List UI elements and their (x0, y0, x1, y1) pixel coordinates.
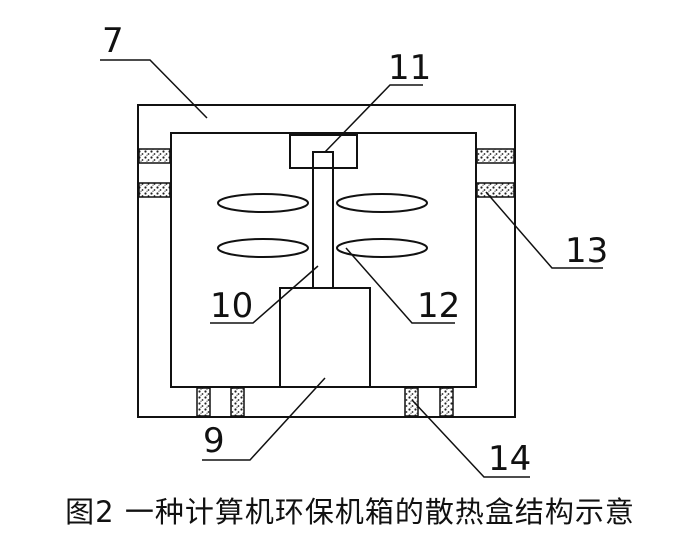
label-11: 11 (388, 48, 431, 88)
leader-line-14 (411, 399, 530, 478)
fan-blade-upper-left (217, 193, 309, 213)
leader-line-7 (100, 59, 208, 119)
filter-right-upper (476, 148, 515, 164)
leader-line-11 (324, 84, 423, 153)
inner-chamber (170, 132, 477, 388)
label-7: 7 (102, 21, 124, 61)
leader-line-12 (345, 247, 455, 324)
fan-blade-lower-left (217, 238, 309, 258)
heat-dissipation-box-diagram: 7 11 13 12 10 9 14 (100, 21, 608, 479)
filter-left-lower (138, 182, 171, 198)
leader-line-9 (202, 377, 326, 461)
label-14: 14 (488, 439, 531, 479)
outer-casing (137, 104, 516, 418)
filter-left-upper (138, 148, 171, 164)
figure-caption: 图2 一种计算机环保机箱的散热盒结构示意 (65, 495, 635, 529)
label-9: 9 (203, 421, 225, 461)
motor-block (279, 287, 371, 388)
leader-line-10 (210, 265, 319, 324)
leader-line-13 (485, 191, 603, 269)
fan-blade-lower-right (336, 238, 428, 258)
filter-bottom-3 (404, 387, 419, 417)
label-12: 12 (417, 286, 460, 326)
filter-bottom-2 (230, 387, 245, 417)
filter-bottom-1 (196, 387, 211, 417)
label-10: 10 (210, 286, 253, 326)
filter-right-lower (476, 182, 515, 198)
filter-bottom-4 (439, 387, 454, 417)
label-13: 13 (565, 231, 608, 271)
top-bracket (289, 134, 358, 169)
fan-blade-upper-right (336, 193, 428, 213)
